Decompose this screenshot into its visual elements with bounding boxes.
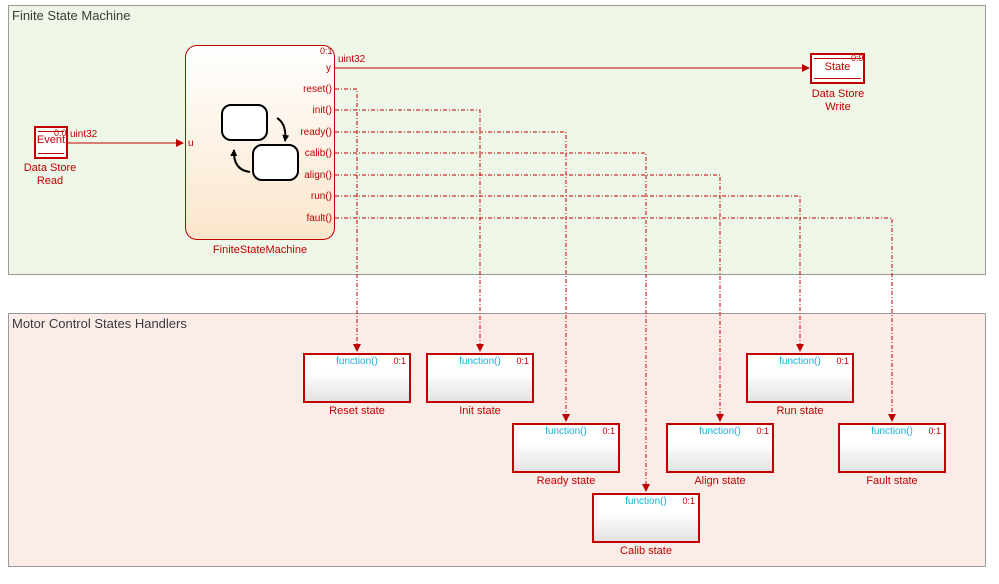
run-trigger-line (335, 195, 804, 352)
event-port-run: run() (310, 191, 332, 202)
state-signal-type: uint32 (338, 54, 366, 65)
event-port-reset: reset() (303, 84, 332, 95)
state-diagram-icon (221, 104, 299, 181)
init-trigger-line (335, 109, 484, 352)
reset-trigger-line (335, 88, 361, 352)
data-store-read-block[interactable]: Event (34, 126, 68, 159)
fsm-area-title: Finite State Machine (12, 8, 131, 23)
ready-state-label: Ready state (536, 475, 596, 487)
data-store-write-priority: 0:9 (851, 53, 864, 63)
data-store-write-name: State (824, 61, 851, 73)
run-state-trigger-label: function() (779, 356, 821, 367)
data-store-write-block[interactable]: State (810, 53, 865, 84)
reset-state-priority: 0:1 (393, 356, 406, 366)
align-state-trigger-label: function() (699, 426, 741, 437)
data-store-write-label-line1: Data Store (811, 88, 865, 100)
fault-state-trigger-label: function() (871, 426, 913, 437)
finite-state-machine-chart[interactable] (185, 45, 335, 240)
reset-state-block[interactable]: function() 0:1 (303, 353, 411, 403)
ready-state-block[interactable]: function() 0:1 (512, 423, 620, 473)
data-store-read-priority: 0:0 (54, 128, 67, 138)
init-state-priority: 0:1 (516, 356, 529, 366)
event-signal-type: uint32 (70, 129, 98, 140)
chart-output-port: y (326, 63, 331, 74)
run-state-block[interactable]: function() 0:1 (746, 353, 854, 403)
event-port-fault: fault() (306, 213, 332, 224)
calib-state-priority: 0:1 (682, 496, 695, 506)
align-state-priority: 0:1 (756, 426, 769, 436)
align-state-label: Align state (694, 475, 746, 487)
calib-state-label: Calib state (620, 545, 672, 557)
init-state-block[interactable]: function() 0:1 (426, 353, 534, 403)
reset-state-label: Reset state (329, 405, 385, 417)
calib-state-trigger-label: function() (625, 496, 667, 507)
data-store-read-label-line1: Data Store (23, 162, 77, 174)
fault-state-label: Fault state (866, 475, 918, 487)
align-trigger-line (335, 174, 724, 422)
ready-state-trigger-label: function() (545, 426, 587, 437)
event-port-calib: calib() (304, 148, 332, 159)
event-port-align: align() (304, 170, 332, 181)
calib-state-block[interactable]: function() 0:1 (592, 493, 700, 543)
init-state-trigger-label: function() (459, 356, 501, 367)
data-store-read-name: Event (36, 134, 66, 146)
reset-state-trigger-label: function() (336, 356, 378, 367)
init-state-label: Init state (459, 405, 501, 417)
fault-state-block[interactable]: function() 0:1 (838, 423, 946, 473)
data-store-read-label-line2: Read (36, 175, 64, 187)
ready-state-priority: 0:1 (602, 426, 615, 436)
run-state-label: Run state (776, 405, 824, 417)
data-store-write-label-line2: Write (825, 101, 851, 113)
fault-state-priority: 0:1 (928, 426, 941, 436)
run-state-priority: 0:1 (836, 356, 849, 366)
chart-priority: 0:1 (320, 46, 333, 56)
event-port-init: init() (312, 105, 332, 116)
handlers-area-title: Motor Control States Handlers (12, 316, 187, 331)
chart-input-port: u (188, 138, 194, 149)
event-port-ready: ready() (300, 127, 332, 138)
chart-name-label: FiniteStateMachine (212, 244, 308, 256)
ready-trigger-line (335, 131, 570, 422)
fsm-area: Finite State Machine (8, 5, 986, 275)
align-state-block[interactable]: function() 0:1 (666, 423, 774, 473)
